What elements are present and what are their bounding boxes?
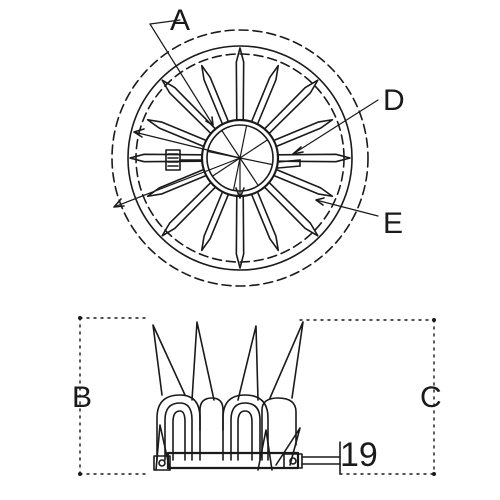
rim-dashed-circle bbox=[135, 53, 345, 263]
base-band bbox=[166, 451, 300, 470]
arch-loops bbox=[156, 394, 297, 461]
spike-spoke bbox=[200, 64, 230, 126]
hub-centre-line bbox=[233, 157, 241, 190]
leader-a bbox=[149, 23, 214, 126]
hub-centre-line bbox=[239, 157, 259, 186]
hub-centre-line bbox=[212, 157, 241, 177]
spike-spoke bbox=[161, 181, 217, 237]
spike-spoke bbox=[129, 153, 203, 163]
spike-spoke bbox=[250, 190, 280, 252]
spike-spoke bbox=[235, 47, 245, 121]
spike-spoke bbox=[277, 153, 351, 163]
left-clamp bbox=[153, 455, 171, 471]
hub-centre-line bbox=[239, 157, 272, 165]
label-a: A bbox=[170, 4, 190, 37]
spike-spoke bbox=[146, 118, 208, 148]
spike-spoke bbox=[272, 168, 334, 198]
outer-dashed-circle bbox=[111, 29, 369, 287]
outer-radius-arrow bbox=[113, 157, 241, 208]
spike-spoke bbox=[161, 79, 217, 135]
side-view: B C bbox=[72, 316, 442, 476]
leader-lines bbox=[149, 19, 379, 217]
right-clamp bbox=[283, 453, 303, 469]
spike-spoke bbox=[263, 79, 319, 135]
clamp-block bbox=[165, 149, 181, 171]
label-d: D bbox=[383, 84, 405, 117]
leader-e bbox=[315, 199, 379, 217]
spike-spoke bbox=[272, 118, 334, 148]
outer-rim-circle bbox=[127, 45, 353, 271]
dimension-19-label: 19 bbox=[340, 436, 378, 474]
label-c: C bbox=[420, 381, 442, 414]
label-e: E bbox=[383, 207, 403, 240]
spike-spoke bbox=[200, 190, 230, 252]
hub-centre-line bbox=[239, 126, 247, 159]
top-view: A D E bbox=[111, 4, 405, 287]
leader-d bbox=[292, 99, 379, 155]
hub-centre-line bbox=[239, 139, 268, 159]
spike-spoke bbox=[250, 64, 280, 126]
leader-a-top bbox=[149, 19, 181, 25]
dimension-arrows bbox=[113, 128, 245, 208]
hub-centre-line bbox=[221, 130, 241, 159]
rim-radius-arrow bbox=[133, 131, 241, 159]
spike-spoke bbox=[235, 195, 245, 269]
spike-spoke bbox=[146, 168, 208, 198]
right-tab bbox=[277, 159, 301, 169]
short-spikes bbox=[155, 424, 301, 471]
tall-spikes bbox=[152, 321, 304, 401]
label-b: B bbox=[72, 381, 92, 414]
clamp-bolt bbox=[165, 149, 203, 171]
spike-spoke bbox=[263, 181, 319, 237]
base-bar bbox=[153, 441, 341, 475]
spike-spokes bbox=[129, 47, 351, 269]
